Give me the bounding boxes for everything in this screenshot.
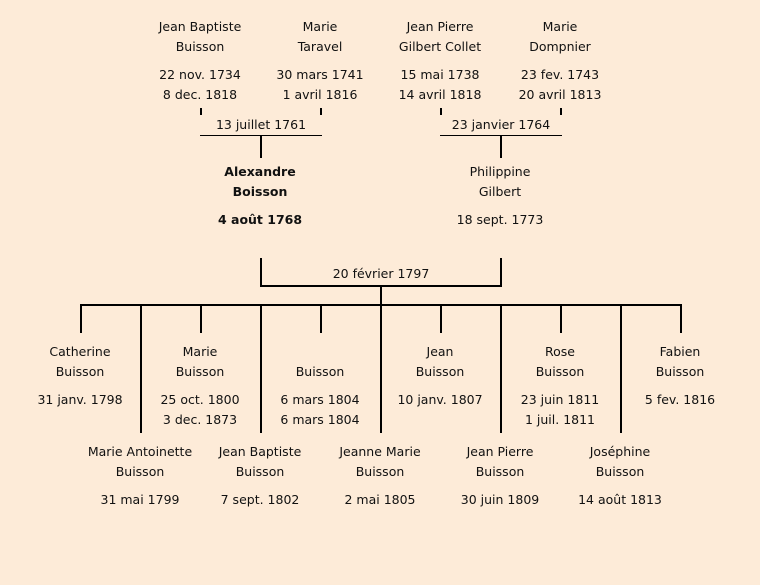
person-name: Jean Baptiste — [218, 444, 302, 459]
person-date: 1 avril 1816 — [282, 87, 358, 102]
person-date: 23 juin 1811 — [520, 392, 600, 407]
person-date: 18 sept. 1773 — [456, 212, 544, 227]
connector-line — [260, 304, 262, 433]
connector-line — [140, 304, 142, 433]
connector-line — [380, 304, 382, 433]
connector-line — [560, 304, 562, 333]
person-name: Buisson — [475, 464, 525, 479]
person-name: Boisson — [232, 184, 288, 199]
person-name: Jean — [426, 344, 454, 359]
person-name: Gilbert — [478, 184, 522, 199]
person-name: Buisson — [175, 364, 225, 379]
person-name: Marie — [302, 19, 338, 34]
person-date: 6 mars 1804 — [280, 412, 360, 427]
connector-line — [200, 304, 202, 333]
person-name: Gilbert Collet — [398, 39, 482, 54]
person-date: 1 juil. 1811 — [524, 412, 596, 427]
person-date: 20 avril 1813 — [518, 87, 602, 102]
connector-line — [80, 304, 82, 333]
person-name: Buisson — [175, 39, 225, 54]
person-name: Marie — [182, 344, 218, 359]
person-date: 2 mai 1805 — [344, 492, 416, 507]
connector-line — [260, 134, 262, 158]
person-date: 15 mai 1738 — [400, 67, 480, 82]
connector-line — [260, 258, 262, 287]
marriage-date: 23 janvier 1764 — [436, 115, 566, 135]
person-name: Buisson — [535, 364, 585, 379]
person-date: 7 sept. 1802 — [220, 492, 300, 507]
person-name: Marie — [542, 19, 578, 34]
person-date: 4 août 1768 — [217, 212, 303, 227]
person-date: 8 dec. 1818 — [162, 87, 238, 102]
person-name: Buisson — [295, 364, 345, 379]
person-date: 30 juin 1809 — [460, 492, 540, 507]
person-name: Marie Antoinette — [87, 444, 193, 459]
person-name: Buisson — [235, 464, 285, 479]
person-name: Jean Pierre — [466, 444, 534, 459]
person-date: 6 mars 1804 — [280, 392, 360, 407]
connector-line — [440, 304, 442, 333]
person-name: Dompnier — [529, 39, 591, 54]
person-name: Jean Baptiste — [158, 19, 242, 34]
connector-line — [380, 285, 382, 305]
person-name: Buisson — [355, 464, 405, 479]
person-name: Catherine — [49, 344, 111, 359]
person-name: Rose — [545, 344, 575, 359]
marriage-date: 13 juillet 1761 — [196, 115, 326, 135]
connector-line — [320, 304, 322, 333]
person-date: 5 fev. 1816 — [644, 392, 716, 407]
connector-line — [500, 304, 502, 433]
person-name: Buisson — [655, 364, 705, 379]
person-name: Jeanne Marie — [339, 444, 421, 459]
person-date: 31 janv. 1798 — [37, 392, 123, 407]
person-date: 23 fev. 1743 — [520, 67, 600, 82]
person-date: 10 janv. 1807 — [397, 392, 483, 407]
person-date: 30 mars 1741 — [276, 67, 364, 82]
connector-line — [680, 304, 682, 333]
person-date: 22 nov. 1734 — [159, 67, 241, 82]
person-name: Buisson — [595, 464, 645, 479]
connector-line — [500, 134, 502, 158]
person-name: Joséphine — [589, 444, 651, 459]
person-date: 25 oct. 1800 — [160, 392, 240, 407]
connector-line — [500, 258, 502, 287]
person-name: Buisson — [415, 364, 465, 379]
person-name: Alexandre — [224, 164, 296, 179]
person-name: Buisson — [55, 364, 105, 379]
person-name: Fabien — [659, 344, 701, 359]
person-date: 14 août 1813 — [578, 492, 662, 507]
person-name: Jean Pierre — [406, 19, 474, 34]
person-date: 31 mai 1799 — [100, 492, 180, 507]
person-name: Buisson — [115, 464, 165, 479]
person-date: 14 avril 1818 — [398, 87, 482, 102]
person-name: Taravel — [297, 39, 343, 54]
person-date: 3 dec. 1873 — [162, 412, 238, 427]
person-name: Philippine — [469, 164, 531, 179]
marriage-date: 20 février 1797 — [316, 264, 446, 284]
connector-line — [620, 304, 622, 433]
